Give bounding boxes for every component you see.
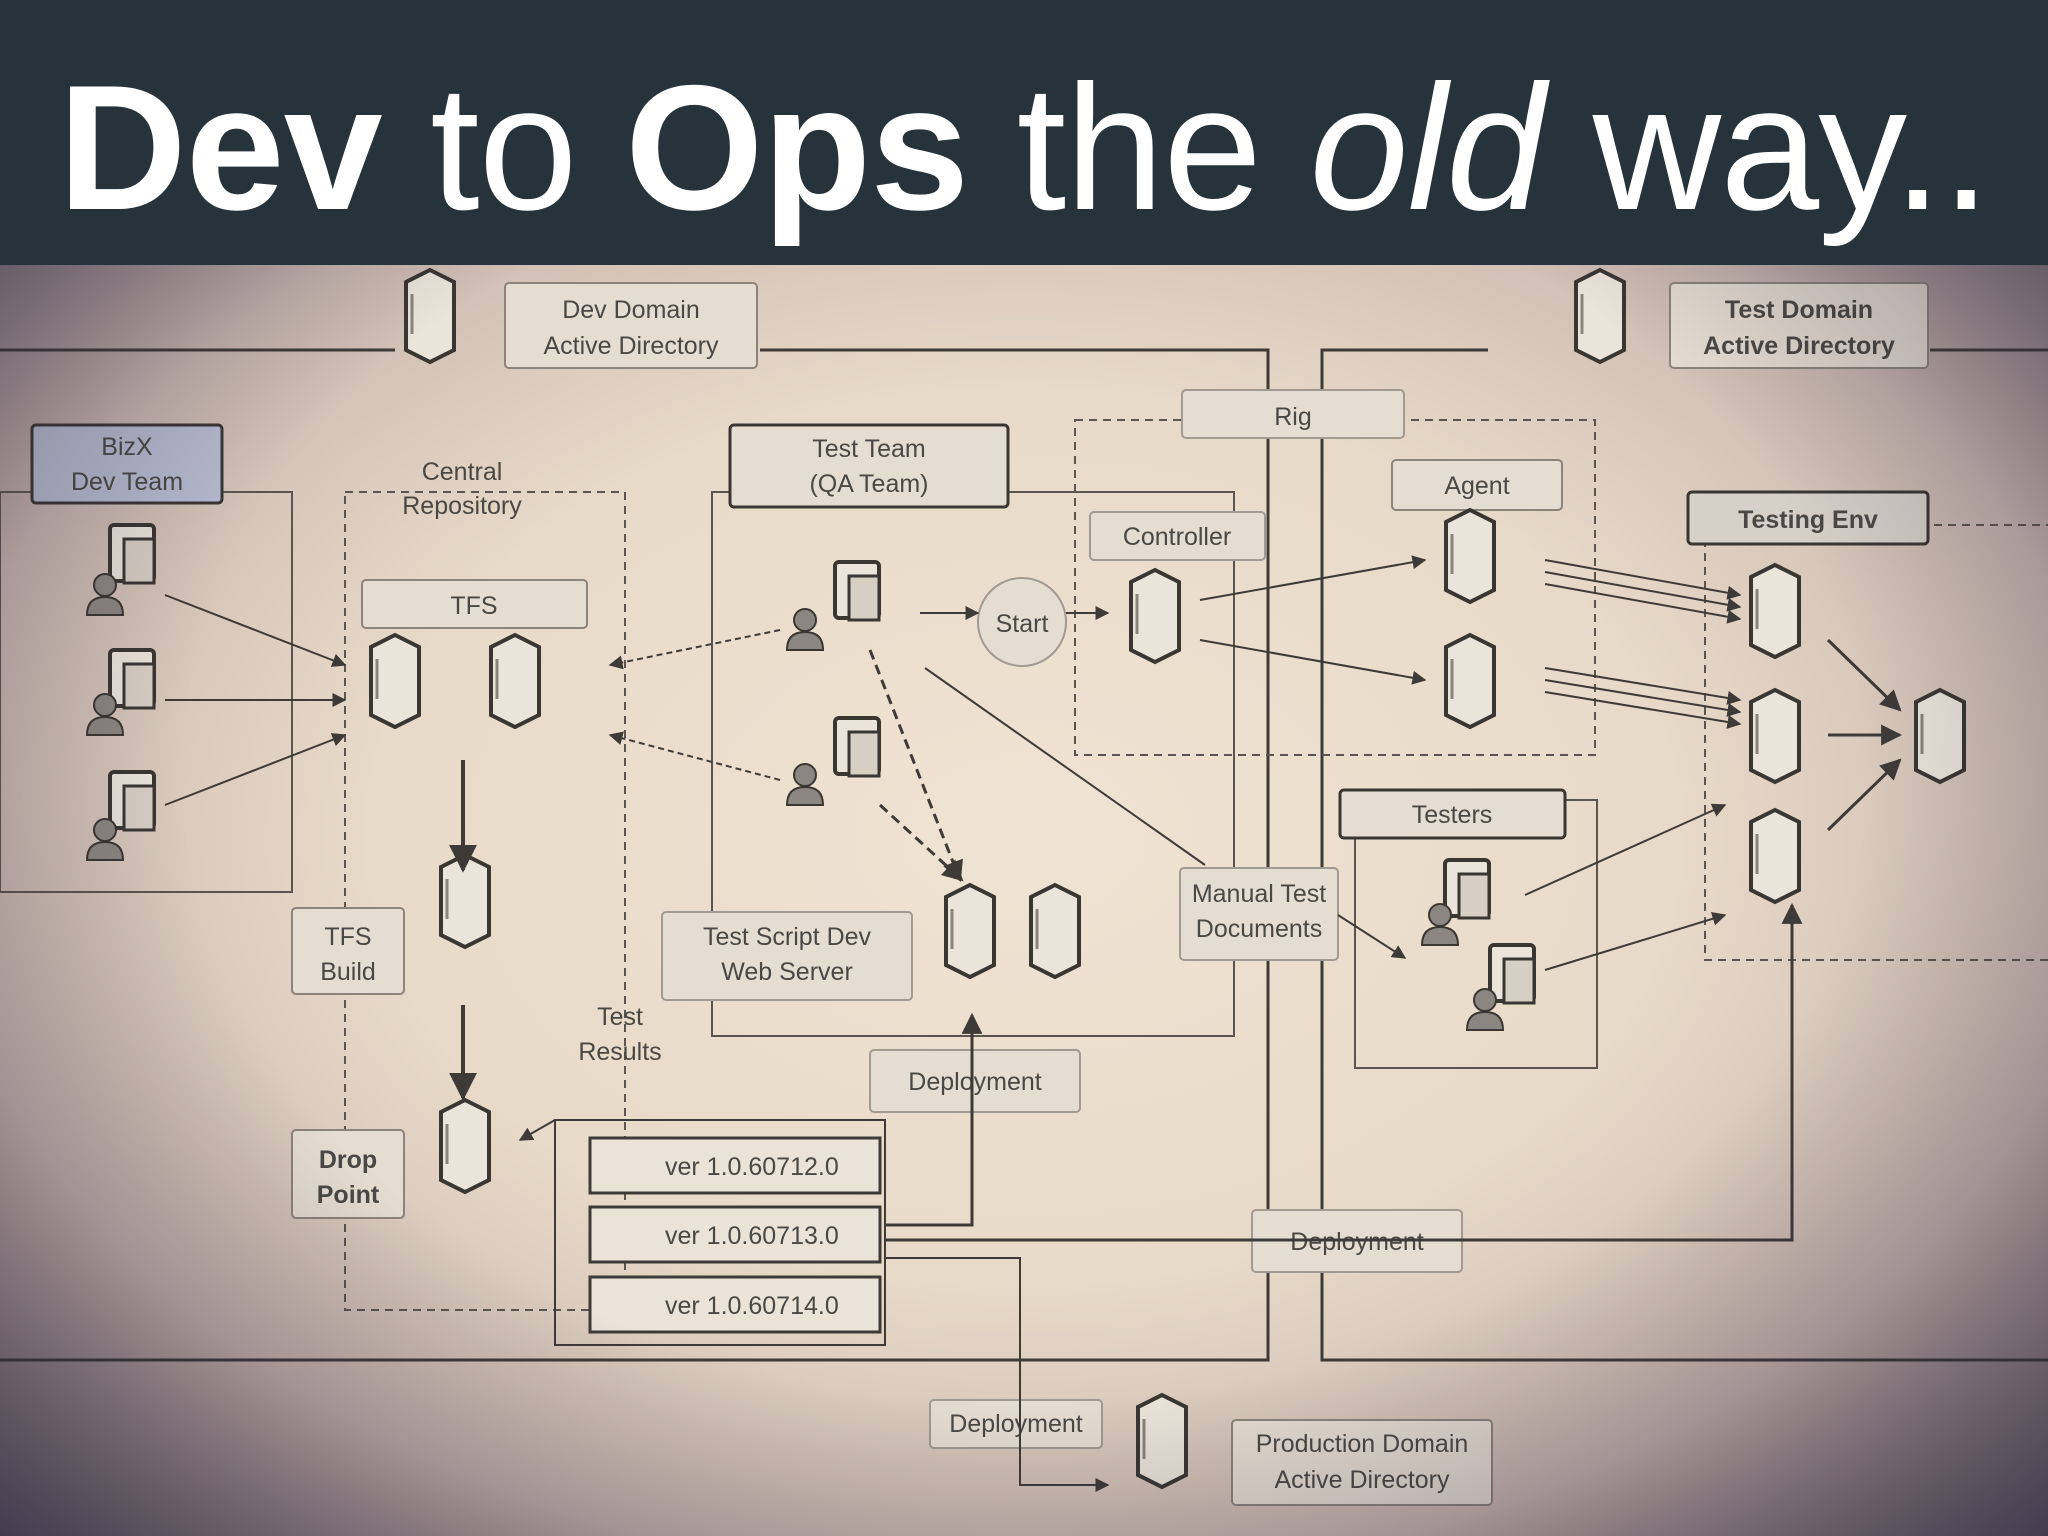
tfs-server-icon bbox=[369, 633, 421, 729]
architecture-diagram: Dev Domain Active Directory Test Domain … bbox=[0, 268, 2048, 1506]
svg-text:Point: Point bbox=[317, 1181, 380, 1209]
test-domain-server-icon bbox=[1574, 268, 1626, 364]
version-list: ver 1.0.60712.0 ver 1.0.60713.0 ver 1.0.… bbox=[554, 1119, 886, 1346]
svg-text:Test Team: Test Team bbox=[812, 435, 925, 463]
svg-text:BizX: BizX bbox=[101, 433, 153, 461]
svg-text:Production Domain: Production Domain bbox=[1256, 1430, 1469, 1458]
title-ops: Ops bbox=[625, 48, 969, 247]
svg-text:Active Directory: Active Directory bbox=[543, 332, 719, 360]
agent-server-icon bbox=[1444, 633, 1496, 729]
svg-text:Central: Central bbox=[422, 458, 503, 486]
qa-workstation-icon bbox=[833, 560, 881, 622]
dev-domain-server-icon bbox=[404, 268, 456, 364]
svg-text:Deployment: Deployment bbox=[949, 1410, 1082, 1438]
controller-server-icon bbox=[1129, 568, 1181, 664]
svg-text:Deployment: Deployment bbox=[908, 1068, 1041, 1096]
svg-text:Documents: Documents bbox=[1196, 915, 1322, 943]
version-item: ver 1.0.60712.0 bbox=[588, 1136, 882, 1195]
title-dev: Dev bbox=[58, 48, 383, 247]
qa-workstation-icon bbox=[833, 716, 881, 778]
tfs-database-server-icon bbox=[489, 633, 541, 729]
svg-text:ver 1.0.60712.0: ver 1.0.60712.0 bbox=[665, 1153, 839, 1181]
test-results-label: Test Results bbox=[578, 1003, 661, 1066]
svg-text:Dev Domain: Dev Domain bbox=[562, 296, 700, 324]
connectors bbox=[164, 555, 1903, 1492]
svg-text:Repository: Repository bbox=[402, 492, 522, 520]
title-way: way.. bbox=[1544, 48, 1991, 247]
svg-text:Test Script Dev: Test Script Dev bbox=[703, 923, 872, 951]
svg-text:Web Server: Web Server bbox=[721, 958, 853, 986]
version-item: ver 1.0.60714.0 bbox=[588, 1275, 882, 1334]
qa-tester-icon bbox=[786, 608, 824, 651]
title-bar: Dev to Ops the old way.. bbox=[0, 0, 2048, 265]
prod-domain-label: Production Domain Active Directory bbox=[1231, 1419, 1493, 1506]
test-server-icon bbox=[1749, 808, 1801, 904]
central-repository-label: Central Repository bbox=[402, 458, 522, 520]
svg-text:Dev Team: Dev Team bbox=[71, 468, 183, 496]
svg-text:(QA Team): (QA Team) bbox=[809, 470, 928, 498]
svg-text:Active Directory: Active Directory bbox=[1274, 1466, 1450, 1494]
dev-workstation-icon bbox=[108, 523, 156, 585]
title-to: to bbox=[381, 48, 626, 247]
drop-point-label: Drop Point bbox=[291, 1129, 405, 1219]
web-server-icon bbox=[944, 883, 996, 979]
dev-domain-label: Dev Domain Active Directory bbox=[504, 282, 758, 369]
svg-text:TFS: TFS bbox=[324, 923, 371, 951]
agent-server-icon bbox=[1444, 508, 1496, 604]
svg-text:Test Domain: Test Domain bbox=[1725, 296, 1873, 324]
tfs-build-label: TFS Build bbox=[291, 907, 405, 995]
svg-text:ver 1.0.60714.0: ver 1.0.60714.0 bbox=[665, 1292, 839, 1320]
testing-env-label: Testing Env bbox=[1686, 490, 1930, 546]
svg-text:Deployment: Deployment bbox=[1290, 1228, 1423, 1256]
svg-text:Test: Test bbox=[597, 1003, 643, 1031]
title-the: the bbox=[968, 48, 1310, 247]
drop-point-server-icon bbox=[439, 1098, 491, 1194]
test-team-label: Test Team (QA Team) bbox=[728, 423, 1010, 509]
svg-text:Controller: Controller bbox=[1123, 523, 1231, 551]
diagram-stage: Dev Domain Active Directory Test Domain … bbox=[0, 265, 2048, 1536]
version-item: ver 1.0.60713.0 bbox=[588, 1205, 882, 1264]
deployment-label-1: Deployment bbox=[869, 1049, 1081, 1113]
svg-text:Drop: Drop bbox=[319, 1146, 377, 1174]
svg-text:ver 1.0.60713.0: ver 1.0.60713.0 bbox=[665, 1222, 839, 1250]
prod-domain-server-icon bbox=[1136, 1393, 1188, 1489]
test-server-icon bbox=[1749, 688, 1801, 784]
svg-text:Rig: Rig bbox=[1274, 403, 1312, 431]
title-old: old bbox=[1309, 48, 1546, 247]
web-database-server-icon bbox=[1029, 883, 1081, 979]
bizx-team-label: BizX Dev Team bbox=[30, 423, 224, 505]
slide-title: Dev to Ops the old way.. bbox=[0, 48, 2048, 248]
manual-test-label: Manual Test Documents bbox=[1179, 867, 1339, 961]
tfs-label: TFS bbox=[361, 579, 588, 629]
dev-workstation-icon bbox=[108, 770, 156, 832]
svg-text:Active Directory: Active Directory bbox=[1703, 332, 1895, 360]
svg-text:Testers: Testers bbox=[1412, 801, 1493, 829]
rig-label: Rig bbox=[1181, 389, 1405, 439]
dev-workstation-icon bbox=[108, 648, 156, 710]
manual-tester-icon bbox=[1488, 943, 1536, 1005]
test-domain-label: Test Domain Active Directory bbox=[1669, 282, 1929, 369]
network-cluster-icon bbox=[1914, 688, 1966, 784]
test-script-label: Test Script Dev Web Server bbox=[661, 911, 913, 1001]
svg-text:Results: Results bbox=[578, 1038, 661, 1066]
svg-text:Start: Start bbox=[996, 610, 1049, 638]
controller-label: Controller bbox=[1089, 511, 1266, 561]
svg-text:TFS: TFS bbox=[450, 592, 497, 620]
svg-text:Build: Build bbox=[320, 958, 376, 986]
svg-text:Agent: Agent bbox=[1444, 472, 1509, 500]
qa-tester-icon bbox=[786, 763, 824, 806]
agent-label: Agent bbox=[1391, 459, 1563, 511]
svg-text:Manual Test: Manual Test bbox=[1192, 880, 1326, 908]
testers-label: Testers bbox=[1338, 788, 1567, 840]
deployment-label-3: Deployment bbox=[929, 1399, 1103, 1449]
start-label: Start bbox=[977, 577, 1067, 667]
svg-text:Testing Env: Testing Env bbox=[1738, 506, 1878, 534]
manual-tester-icon bbox=[1443, 858, 1491, 920]
test-server-icon bbox=[1749, 563, 1801, 659]
